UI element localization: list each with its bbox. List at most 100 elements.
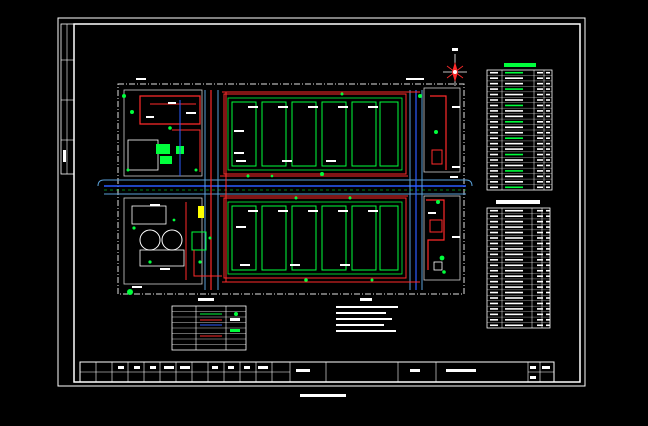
table-cell-mark [537,324,543,327]
table-cell-mark [505,137,523,139]
table-cell-mark [537,302,543,305]
binding-strip [60,23,75,175]
tank [379,205,399,271]
table-cell-mark [505,121,523,123]
table-cell-mark [505,142,523,145]
table-cell-mark [490,82,498,85]
table-cell-mark [537,142,543,145]
table-cell-mark [537,170,543,172]
table-cell-mark [546,209,550,212]
tree-icon [130,110,134,114]
table-cell-mark [490,291,498,294]
table-cell-mark [537,313,543,316]
table-cell-mark [537,110,543,112]
table-cell-mark [537,319,543,321]
table-cell-mark [537,248,543,250]
table-cell-mark [505,280,523,283]
table-cell-mark [537,226,543,228]
table-cell-mark [546,142,550,145]
table-cell-mark [537,275,543,277]
table-cell-mark [490,319,498,321]
table-cell-mark [546,170,550,172]
table-cell-mark [490,99,498,101]
upper-tank-block [223,93,407,175]
table-cell-mark [546,77,550,79]
table-cell-mark [546,186,550,189]
table-cell-mark [490,77,498,79]
tree-icon [370,278,374,282]
table-cell-mark [546,88,550,90]
table-cell-mark [537,269,543,272]
table-cell-mark [537,291,543,294]
table-cell-mark [505,82,523,85]
table-cell-mark [546,302,550,305]
tree-icon [442,270,446,274]
table-cell-mark [505,231,523,234]
table-cell-mark [546,226,550,228]
table-cell-mark [505,148,523,150]
table-cell-mark [537,220,543,223]
table-cell-mark [546,308,550,310]
table-cell-mark [537,115,543,118]
table-cell-mark [546,324,550,327]
table-cell-mark [490,93,498,96]
tree-icon [246,174,250,178]
table-cell-mark [505,215,523,217]
table-cell-mark [490,226,498,228]
table-cell-mark [490,142,498,145]
table-cell-mark [546,286,550,288]
tank [351,205,377,271]
table-cell-mark [505,186,523,189]
material-table-bottom [486,200,551,329]
table-cell-mark [537,137,543,139]
tank [321,101,347,167]
tank [231,101,257,167]
table-cell-mark [505,324,523,327]
table-cell-mark [505,248,523,250]
table-cell-mark [490,153,498,156]
sheet-border [57,17,586,387]
table-cell-mark [537,186,543,189]
table-cell-mark [490,88,498,90]
table-cell-mark [546,264,550,267]
material-table-top [486,63,553,191]
tree-icon [172,218,176,222]
table-cell-mark [490,175,498,178]
table-cell-mark [537,175,543,178]
table-cell-mark [546,242,550,245]
table-cell-mark [490,231,498,234]
table-cell-mark [537,93,543,96]
tank [291,101,317,167]
table-cell-mark [490,137,498,139]
tree-icon [304,278,308,282]
table-cell-mark [546,280,550,283]
table-cell-mark [537,308,543,310]
table-cell-mark [546,148,550,150]
table-cell-mark [546,269,550,272]
table-cell-mark [537,286,543,288]
table-cell-mark [546,82,550,85]
table-cell-mark [546,313,550,316]
table-cell-mark [490,280,498,283]
table-cell-mark [505,220,523,223]
table-cell-mark [537,153,543,156]
table-cell-mark [505,302,523,305]
table-cell-mark [505,209,523,212]
table-cell-mark [505,297,523,299]
table-cell-mark [546,93,550,96]
table-cell-mark [490,248,498,250]
table-cell-mark [537,121,543,123]
table-cell-mark [505,237,523,239]
table-cell-mark [505,269,523,272]
tree-icon [340,92,344,96]
tank [379,101,399,167]
table-cell-mark [546,71,550,74]
table-cell-mark [546,237,550,239]
table-cell-mark [537,159,543,161]
table-cell-mark [490,253,498,256]
table-cell-mark [546,126,550,129]
table-cell-mark [537,77,543,79]
main-road [97,179,473,195]
table-cell-mark [505,319,523,321]
